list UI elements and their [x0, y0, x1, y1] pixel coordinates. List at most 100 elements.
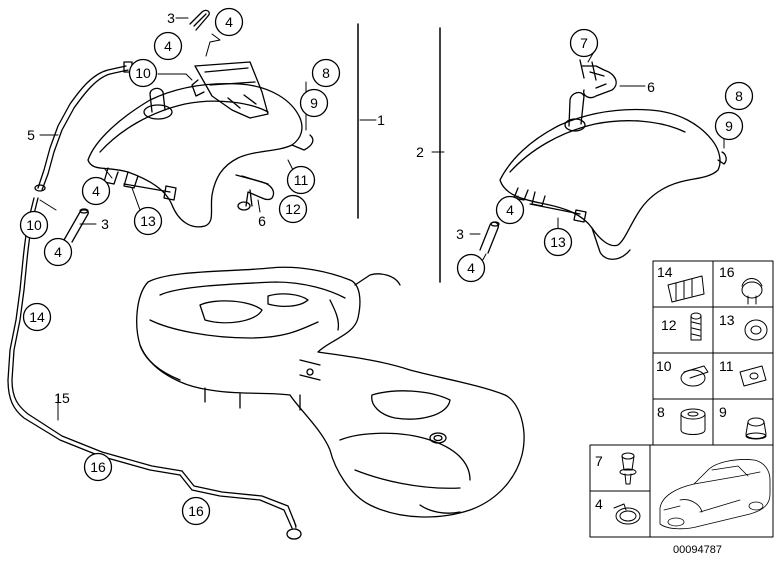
callout-label: 14: [29, 309, 45, 325]
callout-label: 4: [164, 38, 172, 54]
legend-11-label: 11: [719, 358, 734, 374]
callout-label: 6: [647, 79, 655, 95]
callout-c-10-b: 10: [19, 210, 49, 240]
callout-circle: [299, 88, 329, 118]
legend-part-8: [680, 408, 706, 435]
main-fuel-tank: [136, 266, 525, 518]
callout-c-12-a: 12: [278, 194, 308, 224]
callout-label: 15: [54, 390, 70, 406]
leader-lines: [39, 17, 725, 529]
callout-circle: [495, 195, 525, 225]
legend-14-label: 14: [657, 264, 673, 280]
callout-c-3-a: 3: [167, 10, 175, 26]
callout-label: 5: [27, 127, 35, 143]
legend-part-14: [667, 275, 705, 303]
callout-c-8-b: 8: [724, 81, 754, 111]
callout-c-13-a: 13: [133, 206, 163, 236]
expansion-tank-right: [499, 91, 727, 260]
callout-c-6-b: 6: [647, 79, 655, 95]
legend-9-label: 9: [719, 404, 727, 420]
callout-label: 4: [54, 244, 62, 260]
car-silhouette: [659, 459, 771, 530]
callout-c-6-a: 6: [258, 213, 266, 229]
hose-6-left: [235, 174, 275, 211]
callout-circle: [278, 194, 308, 224]
callout-label: 8: [322, 65, 330, 81]
callout-c-1: 1: [377, 112, 385, 128]
callout-label: 8: [735, 88, 743, 104]
callout-label: 9: [310, 95, 318, 111]
callout-circle: [456, 253, 486, 283]
callout-c-2: 2: [416, 144, 424, 160]
legend-12-label: 12: [661, 317, 677, 333]
legend-part-7: [619, 452, 637, 485]
legend-8-label: 8: [657, 404, 665, 420]
expansion-tank-left: [87, 61, 314, 228]
callout-label: 10: [135, 65, 151, 81]
callout-label: 3: [456, 226, 464, 242]
legend-7-label: 7: [595, 453, 603, 469]
callout-c-5: 5: [27, 127, 35, 143]
callout-circle: [181, 496, 211, 526]
callout-c-9-a: 9: [299, 88, 329, 118]
hose-6-right: [579, 59, 617, 99]
legend-16-label: 16: [719, 264, 735, 280]
callout-c-16-a: 16: [83, 452, 113, 482]
hose-3-left: [63, 208, 89, 243]
callout-label: 11: [294, 172, 309, 188]
callout-label: 7: [580, 35, 588, 51]
callout-label: 4: [467, 260, 475, 276]
legend-4-label: 4: [595, 496, 603, 512]
callout-label: 2: [416, 144, 424, 160]
callout-label: 6: [258, 213, 266, 229]
legend-label-layer: 14 16 12 13 10 11 8 9 7 4: [595, 264, 735, 512]
callout-circle: [286, 165, 316, 195]
diagram-code: 00094787: [673, 544, 722, 556]
callout-c-11-a: 11: [286, 165, 316, 195]
callout-circle: [128, 58, 158, 88]
legend-part-16: [741, 278, 763, 305]
callout-circle: [133, 206, 163, 236]
callout-circle: [569, 28, 599, 58]
callout-circle: [81, 176, 111, 206]
callout-c-4-a: 4: [214, 7, 244, 37]
callout-c-13-b: 13: [543, 227, 573, 257]
callout-label: 13: [550, 234, 566, 250]
legend-part-10: [680, 365, 709, 387]
callout-label: 13: [140, 213, 156, 229]
callout-c-7-a: 7: [569, 28, 599, 58]
callout-circle: [83, 452, 113, 482]
callout-c-8-a: 8: [311, 58, 341, 88]
legend-part-11: [739, 365, 767, 387]
callout-c-9-b: 9: [714, 111, 744, 141]
legend-part-12: [690, 312, 702, 341]
callout-label: 4: [506, 202, 514, 218]
callout-circle: [724, 81, 754, 111]
callout-c-14-a: 14: [22, 302, 52, 332]
callout-label: 4: [225, 14, 233, 30]
callout-c-4-f: 4: [456, 253, 486, 283]
fuel-line: [7, 61, 302, 540]
legend-grid: [589, 260, 774, 538]
legend-13-label: 13: [719, 312, 735, 328]
callout-c-15: 15: [54, 390, 70, 406]
callout-circle: [19, 210, 49, 240]
callout-c-4-e: 4: [495, 195, 525, 225]
callout-circle: [714, 111, 744, 141]
callout-label: 12: [285, 201, 301, 217]
callout-c-4-d: 4: [43, 237, 73, 267]
hose-3-right: [479, 221, 500, 254]
callout-circle: [153, 31, 183, 61]
legend-part-4: [613, 503, 641, 525]
callout-label: 1: [377, 112, 385, 128]
callout-c-3-c: 3: [456, 226, 464, 242]
legend-10-label: 10: [656, 358, 672, 374]
callout-label: 4: [92, 183, 100, 199]
callout-label: 10: [26, 217, 42, 233]
callout-c-4-c: 4: [81, 176, 111, 206]
callout-c-16-b: 16: [181, 496, 211, 526]
callout-label: 3: [167, 10, 175, 26]
callout-circle: [22, 302, 52, 332]
